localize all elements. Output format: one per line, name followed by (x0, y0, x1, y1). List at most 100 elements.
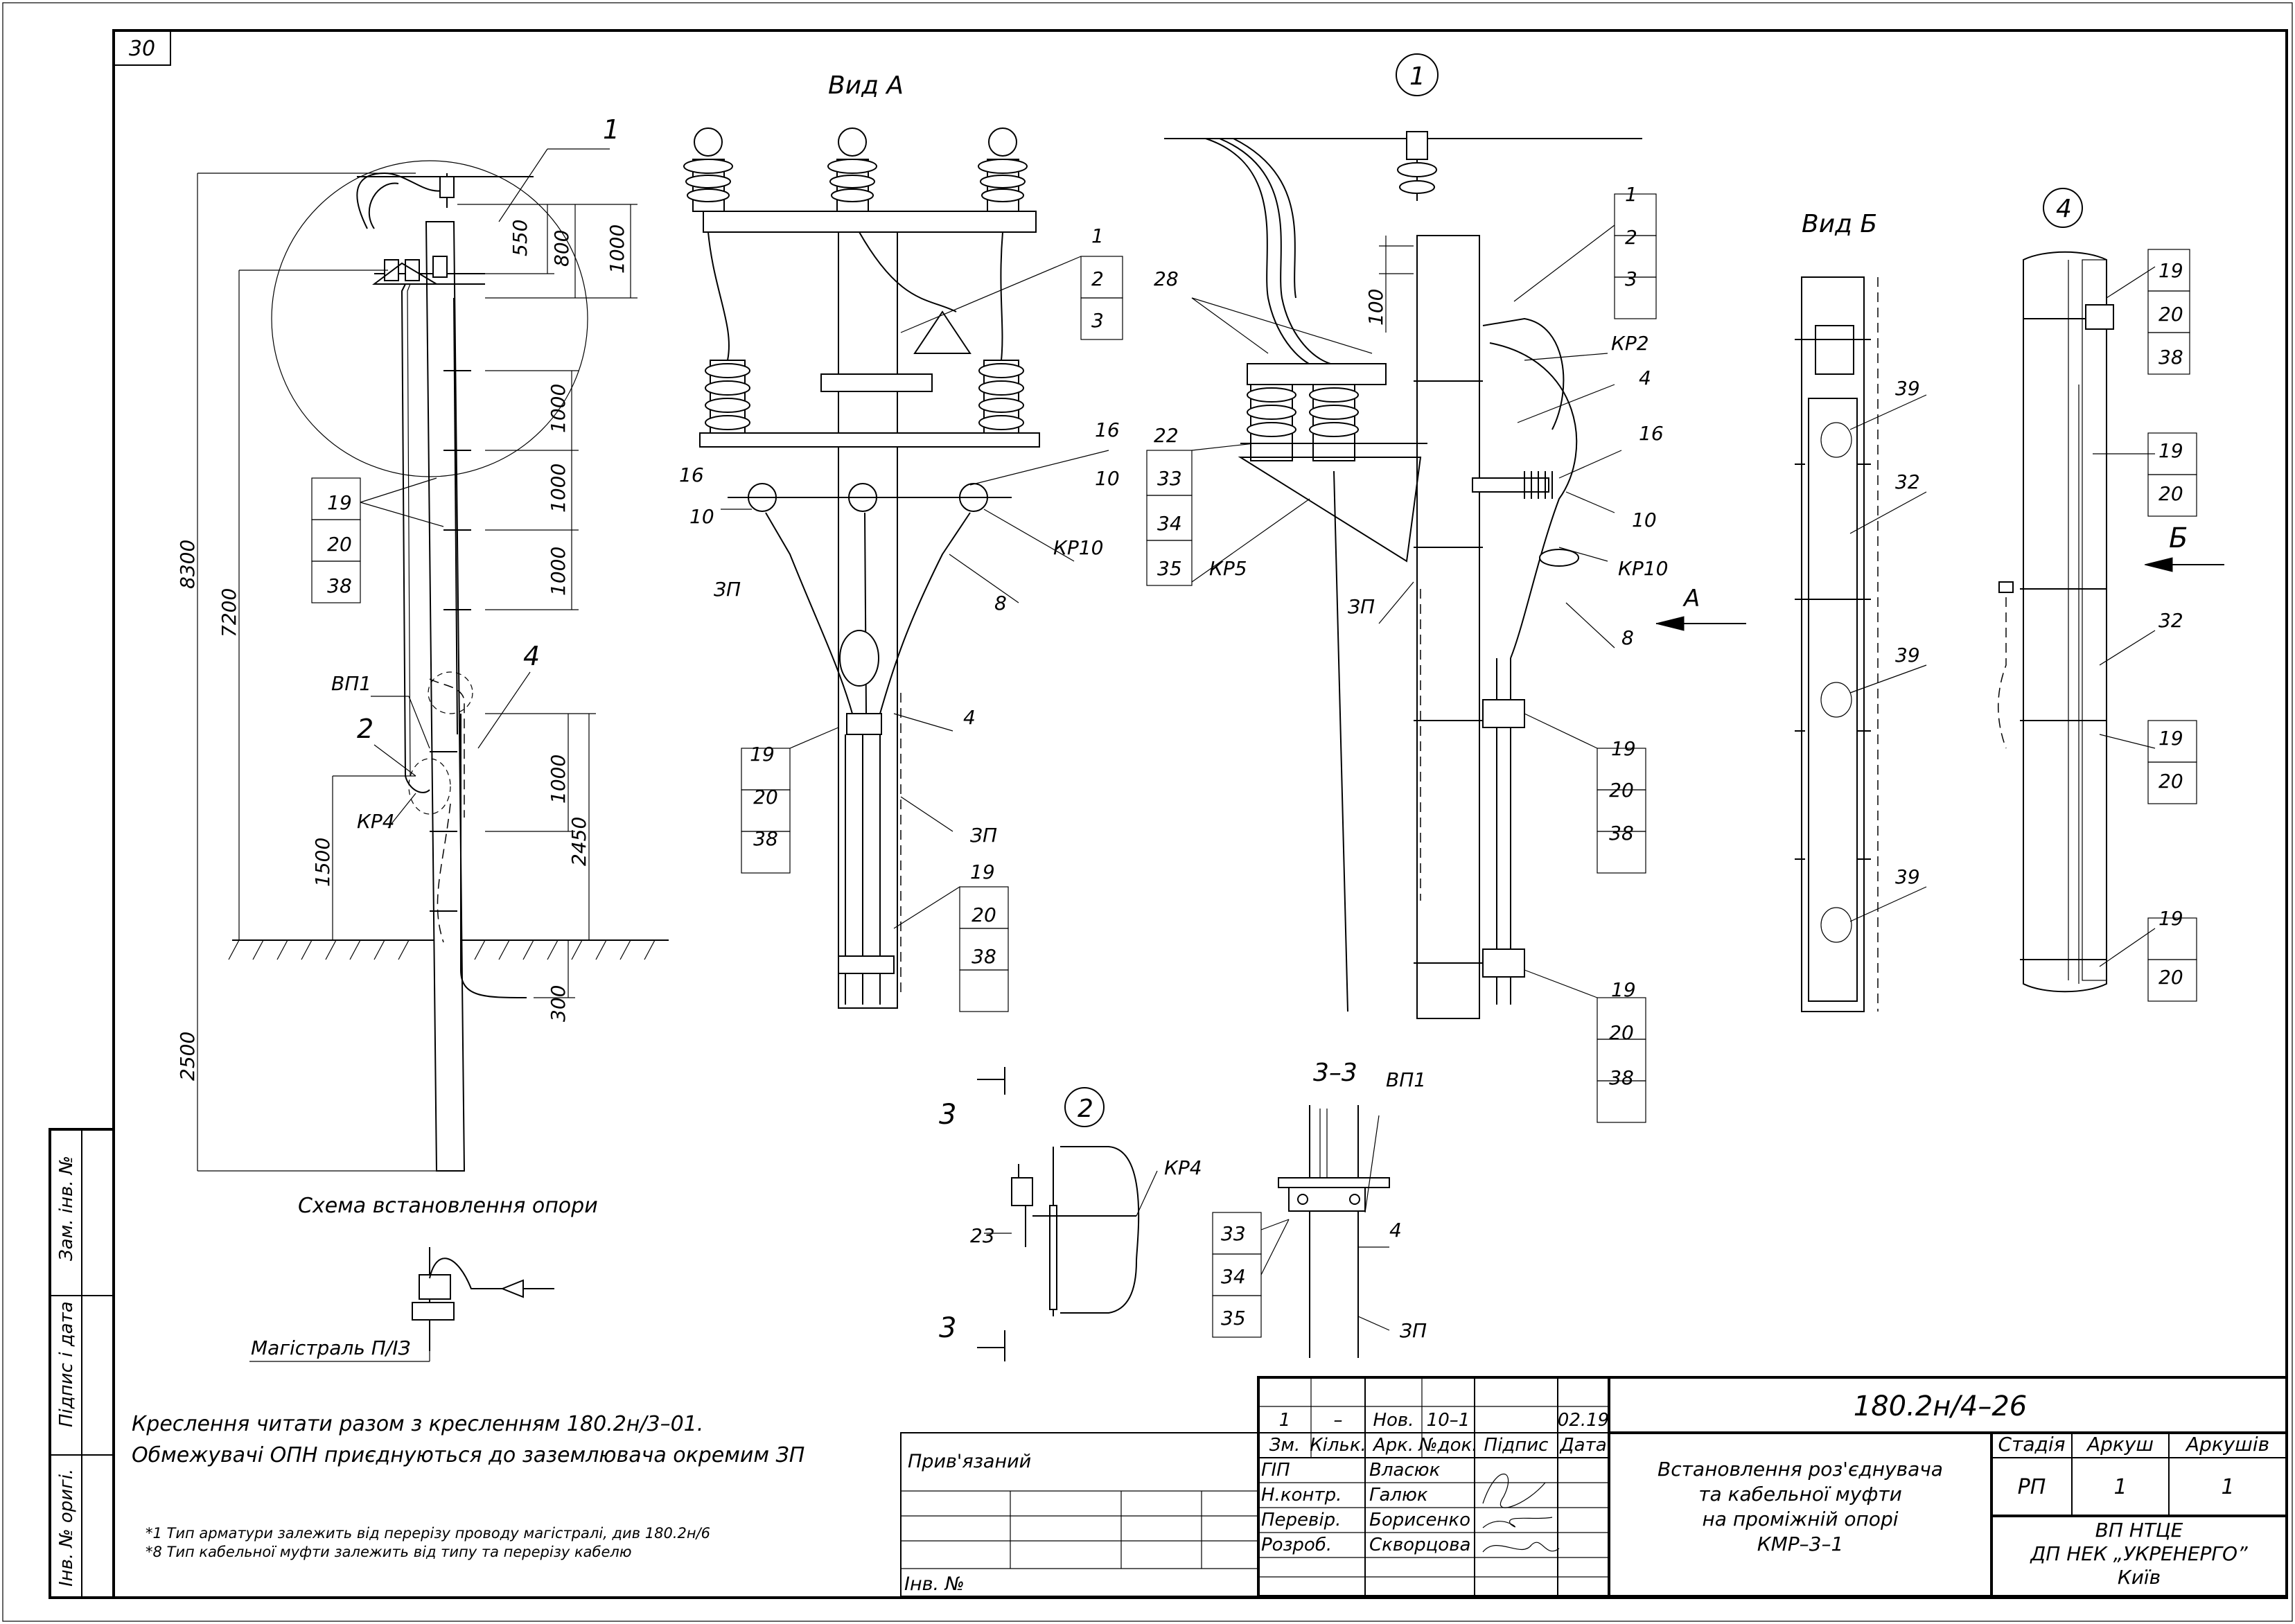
lbl-3-va: 3 (1091, 309, 1104, 332)
lbl-kr4-detail: КР4 (1164, 1156, 1202, 1179)
lbl-23-detail: 23 (970, 1224, 995, 1247)
dim-1000-2: 1000 (547, 464, 570, 513)
lbl-10-v1: 10 (1632, 509, 1657, 531)
lbl-zp-va-1: ЗП (714, 578, 741, 601)
view-b-drawing (1795, 276, 1927, 1012)
lbl-38-va: 38 (753, 827, 778, 850)
tb-title-4: КМР–3–1 (1757, 1533, 1844, 1555)
note-line2: Обмежувачі ОПН приєднуються до заземлюва… (132, 1443, 804, 1467)
lbl-16-va-r: 16 (1095, 418, 1120, 441)
detail-2-drawing (977, 1067, 1158, 1361)
tb-arkushiv-h: Аркушів (2185, 1433, 2269, 1456)
tb-title-3: на проміжній опорі (1702, 1508, 1898, 1530)
footnote-2: *8 Тип кабельної муфти залежить від типу… (146, 1544, 632, 1560)
tb-rev-no: 1 (1279, 1410, 1291, 1431)
side-zam-label: Зам. інв. № (56, 1156, 77, 1261)
lbl-39-vb-1: 39 (1895, 377, 1920, 400)
dim-1000-1: 1000 (547, 384, 570, 433)
lbl-19-v4-a: 19 (2158, 259, 2183, 282)
lbl-zp-va-2: ЗП (970, 824, 997, 847)
lbl-38-a: 38 (327, 574, 352, 597)
drawing-frame (112, 29, 2288, 1599)
callout-4-view: 4 (2056, 195, 2072, 223)
callout-1-left: 1 (603, 114, 619, 145)
lbl-19-v4-b: 19 (2158, 439, 2183, 462)
view-b-title: Вид Б (1802, 210, 1877, 238)
lbl-vp1-a: ВП1 (331, 672, 371, 695)
lbl-8-v1: 8 (1621, 626, 1634, 649)
lbl-19-va-b: 19 (970, 860, 995, 883)
lbl-10-va-l: 10 (689, 505, 714, 528)
tb-name-galiuk: Галюк (1369, 1485, 1428, 1506)
schema-caption: Схема встановлення опори (298, 1194, 598, 1218)
tb-name-vlasiuk: Власюк (1369, 1460, 1441, 1481)
footnote-1: *1 Тип арматури залежить від перерізу пр… (146, 1525, 710, 1542)
lbl-34-v1: 34 (1157, 512, 1182, 535)
note-line1: Креслення читати разом з кресленням 180.… (132, 1412, 703, 1436)
lbl-19-v1-a: 19 (1611, 737, 1636, 760)
tb-h-pidpys: Підпис (1484, 1435, 1549, 1456)
lbl-3-v1: 3 (1625, 267, 1637, 290)
lbl-33-s33: 33 (1221, 1222, 1246, 1245)
lbl-20-v1-b: 20 (1609, 1021, 1634, 1044)
tb-title-2: та кабельної муфти (1698, 1483, 1902, 1506)
tb-arkushiv: 1 (2221, 1475, 2234, 1499)
tb-role-nkontr: Н.контр. (1261, 1485, 1342, 1506)
dim-550: 550 (509, 220, 531, 256)
lbl-2-v1: 2 (1625, 226, 1637, 249)
tb-h-kilk: Кільк. (1310, 1435, 1366, 1456)
view-a-drawing (683, 127, 1123, 1012)
lbl-38-v1-a: 38 (1609, 822, 1634, 845)
tb-rev-date: 02.19 (1558, 1410, 1609, 1431)
lbl-28-v1: 28 (1154, 267, 1179, 290)
tb-name-skvortsova: Скворцова (1369, 1535, 1470, 1555)
lbl-20-v4-d: 20 (2158, 966, 2183, 989)
lbl-19-v4-d: 19 (2158, 907, 2183, 930)
tb-role-perevir: Перевір. (1261, 1510, 1341, 1530)
dim-1000-d: 1000 (547, 754, 570, 804)
tb-org-1: ВП НТЦЕ (2095, 1519, 2183, 1542)
title-block-grid (900, 1376, 2288, 1598)
tb-arkush: 1 (2113, 1475, 2127, 1499)
lbl-38-v1-b: 38 (1609, 1066, 1634, 1089)
side-pidpys-label: Підпис і дата (56, 1301, 77, 1427)
arrow-b-label: Б (2169, 522, 2188, 554)
tb-rev-dash: – (1334, 1410, 1343, 1431)
lbl-16-v1: 16 (1639, 422, 1664, 445)
lbl-35-s33: 35 (1221, 1307, 1246, 1330)
lbl-10-va-r: 10 (1095, 467, 1120, 490)
arrow-a-label: А (1682, 585, 1700, 612)
lbl-20-v4-a: 20 (2158, 303, 2183, 326)
lbl-4-v1: 4 (1639, 367, 1651, 389)
dim-1000-top: 1000 (606, 224, 628, 274)
dim-7200: 7200 (218, 588, 240, 637)
view-a-title: Вид А (828, 71, 904, 100)
lbl-34-s33: 34 (1221, 1265, 1246, 1288)
section-mark-bottom: 3 (939, 1312, 956, 1344)
side-stamp: Зам. інв. № Підпис і дата Інв. № оригі. (49, 1128, 115, 1599)
corner-box (113, 30, 171, 66)
lbl-39-vb-3: 39 (1895, 865, 1920, 888)
lbl-kr10-v1: КР10 (1618, 557, 1668, 580)
section-33-drawing (1212, 1105, 1390, 1358)
lbl-22-v1: 22 (1154, 424, 1179, 447)
lbl-vp1-s33: ВП1 (1386, 1068, 1426, 1091)
lbl-kr5-v1: КР5 (1209, 557, 1247, 580)
lbl-38-va-b: 38 (971, 945, 996, 968)
lbl-35-v1: 35 (1157, 557, 1182, 580)
lbl-19-v1-b: 19 (1611, 978, 1636, 1001)
dim-1000-3: 1000 (547, 547, 570, 596)
lbl-19-v4-c: 19 (2158, 727, 2183, 750)
dim-300: 300 (547, 985, 570, 1022)
tb-h-zm: Зм. (1269, 1435, 1301, 1456)
lbl-20-v4-c: 20 (2158, 770, 2183, 793)
callout-1-view: 1 (1409, 62, 1425, 91)
tb-stadia-h: Стадія (1998, 1433, 2065, 1456)
lbl-39-vb-2: 39 (1895, 644, 1920, 667)
tb-org-2: ДП НЕК „УКРЕНЕРГО” (2029, 1542, 2248, 1565)
tb-h-data: Дата (1559, 1435, 1606, 1456)
lbl-kr4-a: КР4 (357, 810, 395, 833)
tb-inv-no: Інв. № (904, 1573, 965, 1595)
dim-1500: 1500 (311, 838, 334, 887)
